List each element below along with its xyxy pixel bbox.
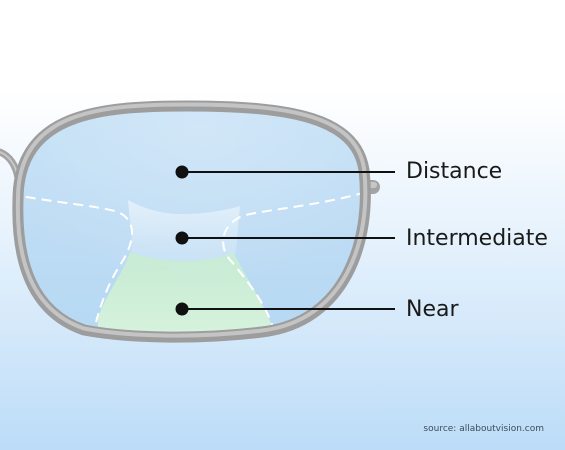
distance-pointer <box>175 165 395 179</box>
left-zone-boundary <box>17 193 134 323</box>
leader-dot-icon <box>175 231 189 245</box>
near-label: Near <box>406 297 459 322</box>
intermediate-label: Intermediate <box>406 226 548 251</box>
distance-label: Distance <box>406 159 503 184</box>
eyeglass-frame-icon <box>12 100 371 343</box>
right-zone-boundary <box>222 191 366 331</box>
intermediate-pointer <box>175 231 395 245</box>
leader-dot-icon <box>175 302 189 316</box>
near-pointer <box>175 302 395 316</box>
leader-dot-icon <box>175 165 189 179</box>
lens-body <box>17 106 366 338</box>
source-credit: source: allaboutvision.com <box>423 424 544 434</box>
